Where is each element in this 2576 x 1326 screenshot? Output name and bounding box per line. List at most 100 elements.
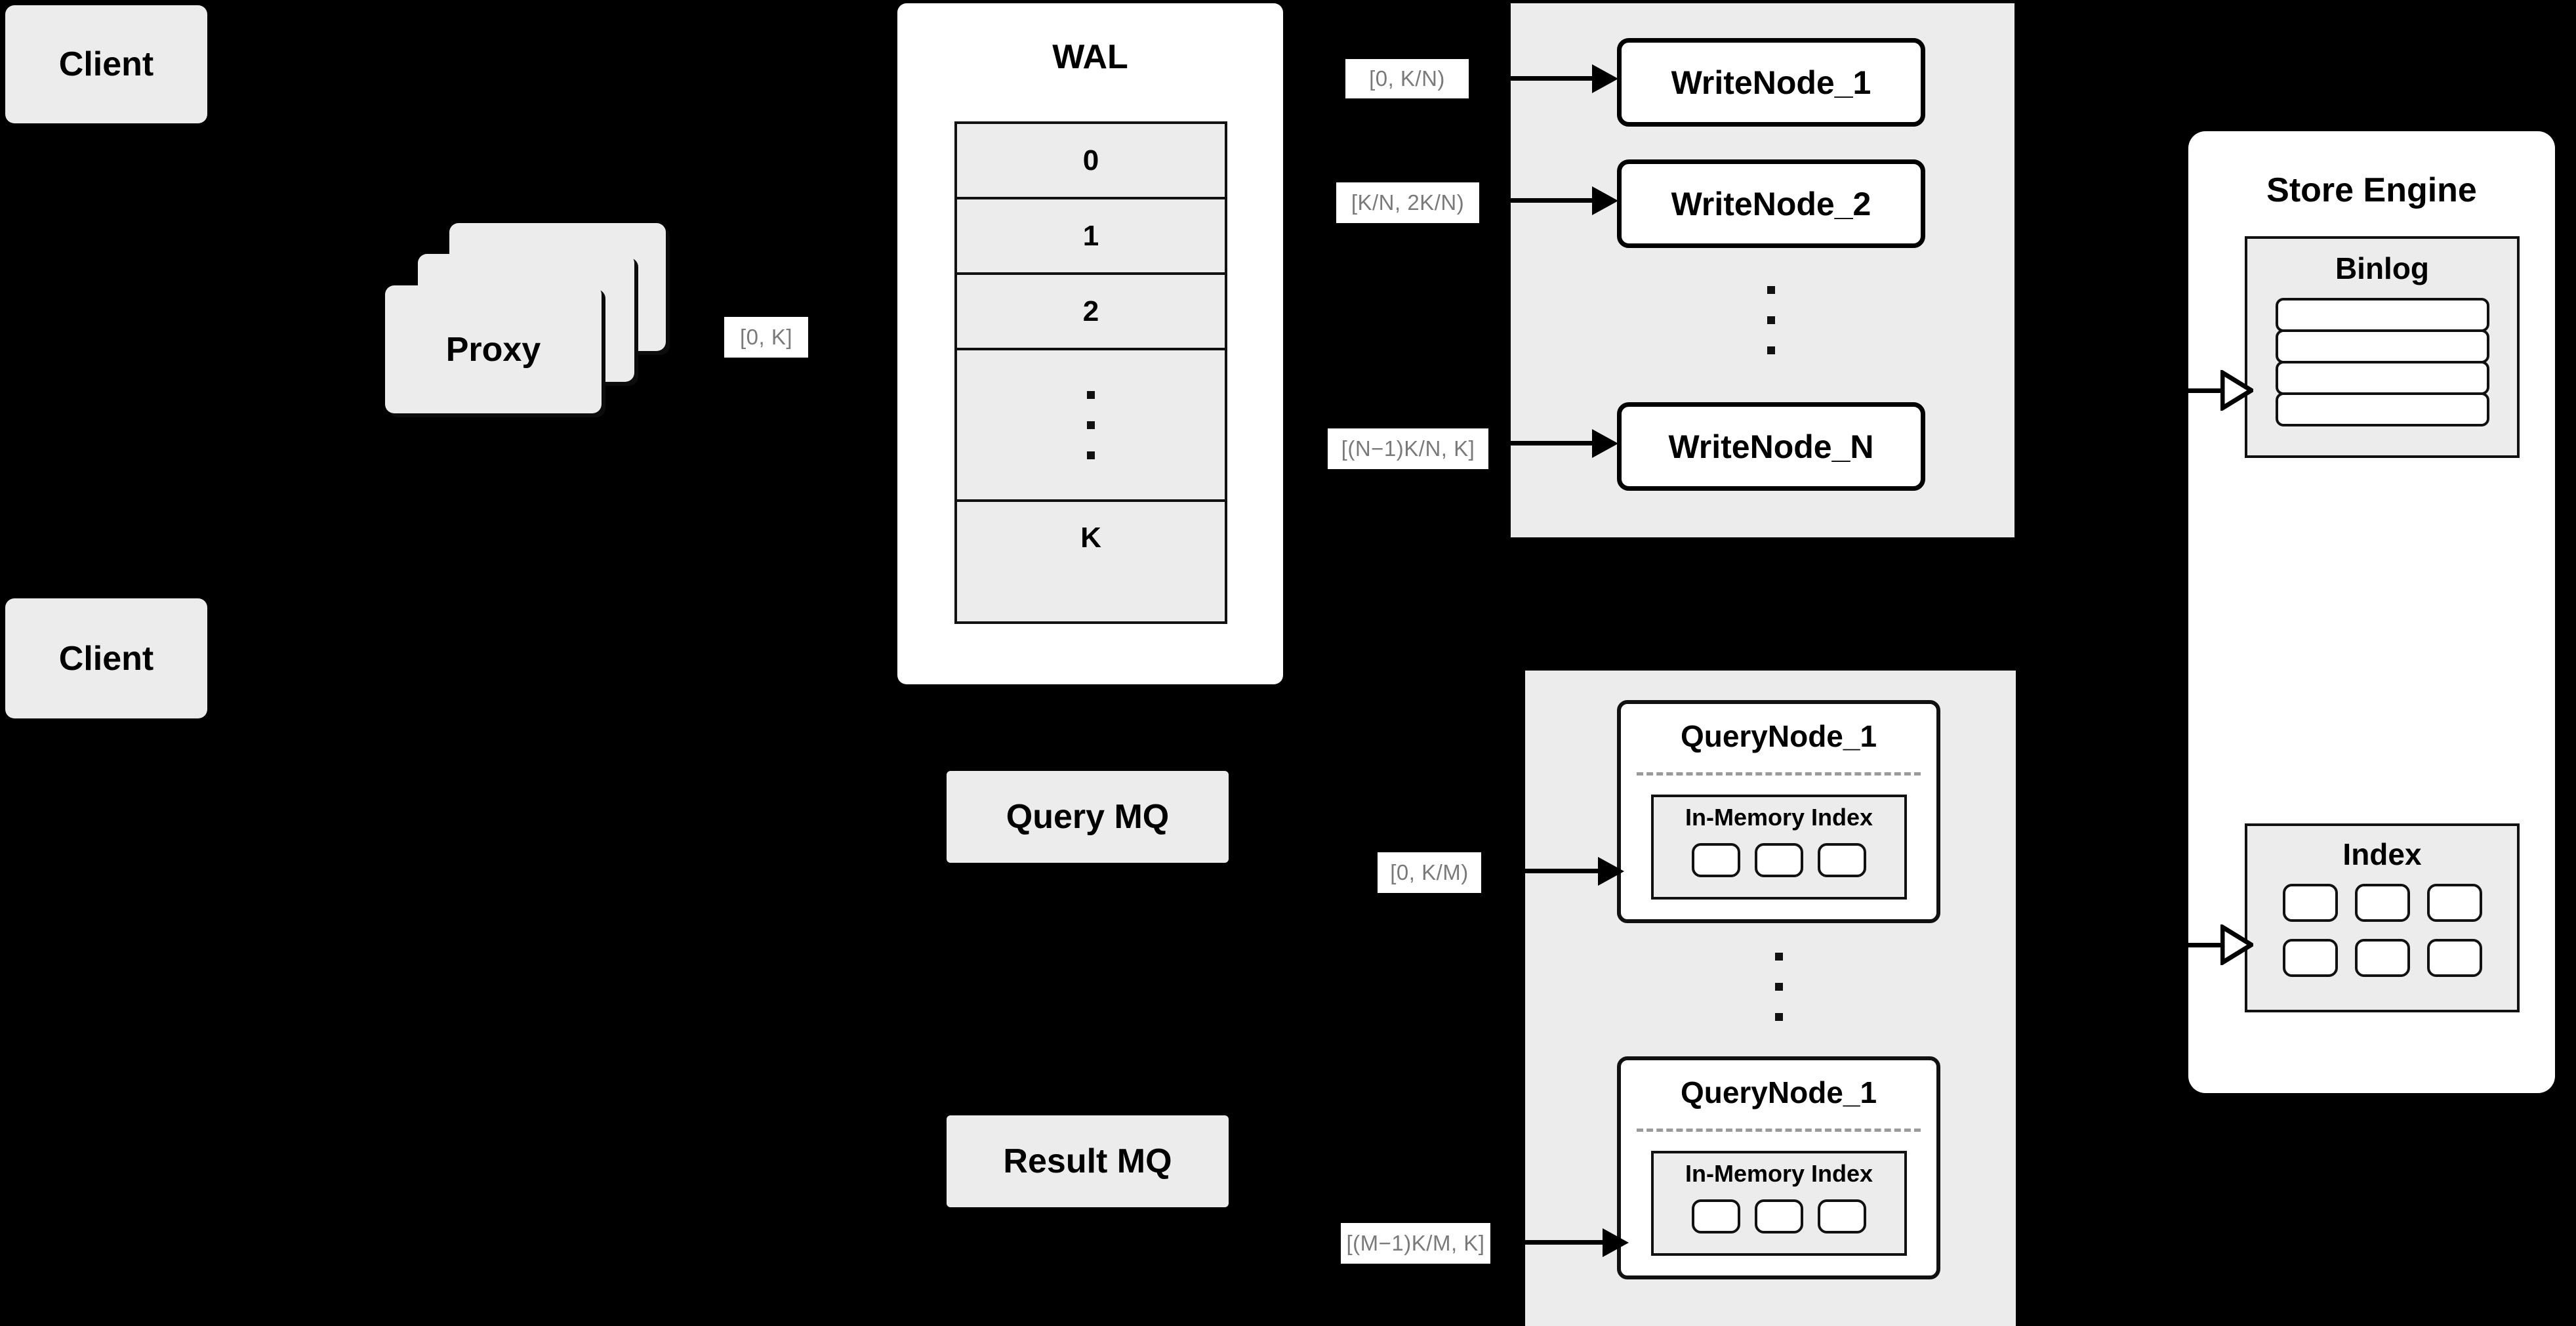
querynode-m-separator: [1637, 1129, 1921, 1132]
index-cell-2-1[interactable]: [2282, 939, 2338, 977]
querynode-m-segment-1[interactable]: [1692, 1199, 1740, 1233]
wal-title-text: WAL: [1052, 38, 1128, 76]
wal-row-k-label: K: [1080, 522, 1101, 554]
binlog-entry-2[interactable]: [2275, 329, 2489, 363]
querynode-1-label-text: QueryNode_1: [1680, 719, 1877, 753]
edge-label-proxy-to-wal-text: [0, K]: [739, 324, 793, 349]
edge-label-query-1-text: [0, K/M): [1390, 860, 1469, 884]
arrow-line-write-2: [1494, 198, 1596, 203]
edge-label-write-2: [K/N, 2K/N): [1336, 182, 1479, 223]
writenode-1[interactable]: WriteNode_1: [1617, 38, 1925, 127]
binlog-box: Binlog: [2245, 236, 2520, 458]
edge-label-query-m-text: [(M−1)K/M, K]: [1346, 1230, 1485, 1255]
wal-row-1-label: 1: [1082, 219, 1099, 252]
querynode-1-index-label: In-Memory Index: [1654, 804, 1904, 831]
arrow-line-query-1: [1515, 869, 1602, 873]
arrow-head-open-to-binlog: [2220, 370, 2253, 411]
index-title-text: Index: [2342, 837, 2422, 871]
wal-ellipsis-icon: [1087, 390, 1095, 459]
wal-row-ellipsis: [957, 350, 1225, 502]
wal-row-0[interactable]: 0: [957, 124, 1225, 199]
proxy-label: Proxy: [445, 330, 541, 369]
edge-label-write-1: [0, K/N): [1345, 59, 1469, 98]
writenode-2-label: WriteNode_2: [1671, 185, 1871, 222]
client-node-1-label: Client: [58, 45, 154, 83]
query-cluster-ellipsis-icon: [1617, 941, 1940, 1033]
wal-row-k[interactable]: K: [957, 502, 1225, 574]
index-cell-1-2[interactable]: [2354, 884, 2410, 922]
write-cluster-panel: WriteNode_1 WriteNode_2 WriteNode_N: [1511, 3, 2014, 537]
wal-title: WAL: [897, 37, 1283, 77]
store-engine-title-text: Store Engine: [2266, 171, 2477, 209]
wal-row-0-label: 0: [1082, 144, 1099, 176]
query-mq-node[interactable]: Query MQ: [947, 771, 1229, 863]
index-cell-1-3[interactable]: [2426, 884, 2482, 922]
querynode-1-segment-2[interactable]: [1755, 843, 1803, 877]
arrow-line-to-binlog: [2188, 388, 2226, 393]
write-cluster-ellipsis-icon: [1617, 276, 1925, 364]
arrow-head-write-n: [1592, 429, 1618, 458]
querynode-m-index-label: In-Memory Index: [1654, 1160, 1904, 1188]
edge-label-write-2-text: [K/N, 2K/N): [1351, 190, 1465, 215]
edge-label-write-n-text: [(N−1)K/N, K]: [1341, 436, 1475, 461]
arrow-head-open-to-index: [2220, 924, 2253, 965]
edge-label-query-1: [0, K/M): [1378, 852, 1481, 893]
querynode-1-inmemory-index: In-Memory Index: [1651, 795, 1907, 900]
arrow-line-query-m: [1525, 1240, 1606, 1245]
arrow-head-query-m: [1603, 1228, 1629, 1257]
index-box: Index: [2245, 823, 2520, 1012]
edge-label-write-n: [(N−1)K/N, K]: [1328, 428, 1488, 469]
store-engine-title: Store Engine: [2188, 171, 2555, 210]
querynode-1-segment-1[interactable]: [1692, 843, 1740, 877]
store-engine-panel: Store Engine Binlog Index: [2188, 131, 2555, 1093]
writenode-n[interactable]: WriteNode_N: [1617, 402, 1925, 491]
binlog-title-text: Binlog: [2335, 251, 2430, 285]
query-cluster-panel: QueryNode_1 In-Memory Index QueryNode_1: [1525, 671, 2016, 1326]
querynode-1-label: QueryNode_1: [1621, 718, 1936, 754]
wal-entry-table: 0 1 2 K: [954, 121, 1227, 624]
arrow-head-write-1: [1592, 64, 1618, 93]
querynode-m[interactable]: QueryNode_1 In-Memory Index: [1617, 1056, 1940, 1279]
index-cell-2-2[interactable]: [2354, 939, 2410, 977]
arrow-head-write-2: [1592, 186, 1618, 215]
result-mq-node[interactable]: Result MQ: [947, 1115, 1229, 1207]
querynode-1-segment-3[interactable]: [1818, 843, 1866, 877]
arrow-head-query-1: [1598, 857, 1624, 886]
writenode-n-label: WriteNode_N: [1668, 428, 1874, 465]
querynode-m-label-text: QueryNode_1: [1680, 1075, 1877, 1109]
querynode-1[interactable]: QueryNode_1 In-Memory Index: [1617, 700, 1940, 923]
client-node-2-label: Client: [58, 639, 154, 678]
result-mq-label: Result MQ: [1003, 1142, 1172, 1180]
binlog-entry-4[interactable]: [2275, 392, 2489, 426]
binlog-entry-1[interactable]: [2275, 298, 2489, 332]
arrow-line-to-index: [2188, 943, 2226, 947]
arrow-line-write-n: [1494, 441, 1596, 445]
writenode-2[interactable]: WriteNode_2: [1617, 159, 1925, 248]
edge-label-query-m: [(M−1)K/M, K]: [1341, 1223, 1490, 1264]
edge-label-write-1-text: [0, K/N): [1369, 66, 1445, 91]
wal-row-1[interactable]: 1: [957, 199, 1225, 275]
arrow-line-write-1: [1494, 76, 1596, 81]
querynode-m-label: QueryNode_1: [1621, 1075, 1936, 1110]
index-cell-2-3[interactable]: [2426, 939, 2482, 977]
querynode-1-index-label-text: In-Memory Index: [1685, 804, 1873, 831]
proxy-card-front[interactable]: Proxy: [385, 285, 602, 413]
binlog-entry-3[interactable]: [2275, 361, 2489, 395]
binlog-title: Binlog: [2247, 251, 2517, 286]
query-mq-label: Query MQ: [1006, 798, 1170, 836]
index-cell-1-1[interactable]: [2282, 884, 2338, 922]
wal-row-2[interactable]: 2: [957, 275, 1225, 350]
wal-panel: WAL 0 1 2 K: [897, 3, 1283, 684]
client-node-1[interactable]: Client: [5, 5, 207, 123]
index-title: Index: [2247, 837, 2517, 872]
querynode-m-segment-3[interactable]: [1818, 1199, 1866, 1233]
querynode-1-separator: [1637, 772, 1921, 776]
querynode-m-inmemory-index: In-Memory Index: [1651, 1151, 1907, 1256]
proxy-stack[interactable]: Proxy: [382, 213, 670, 436]
querynode-m-segment-2[interactable]: [1755, 1199, 1803, 1233]
querynode-m-index-label-text: In-Memory Index: [1685, 1160, 1873, 1187]
wal-row-2-label: 2: [1082, 295, 1099, 327]
edge-label-proxy-to-wal: [0, K]: [724, 317, 808, 358]
client-node-2[interactable]: Client: [5, 598, 207, 718]
